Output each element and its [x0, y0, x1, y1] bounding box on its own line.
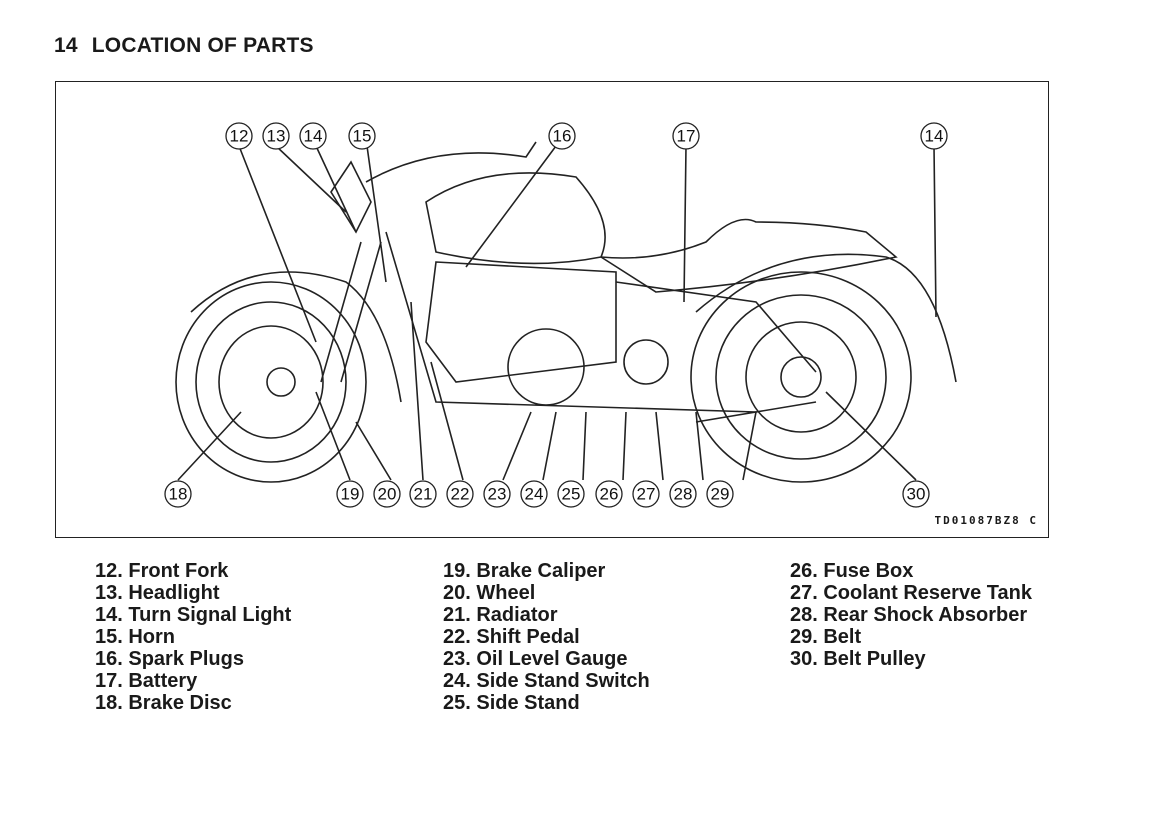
callout-24: 24 — [520, 480, 548, 508]
legend-item: 30. Belt Pulley — [790, 648, 926, 670]
callout-23: 23 — [483, 480, 511, 508]
svg-text:15: 15 — [353, 127, 372, 146]
svg-text:13: 13 — [267, 127, 286, 146]
callout-13: 13 — [262, 122, 290, 150]
figure-code: TD01087BZ8 C — [934, 514, 1038, 527]
svg-text:20: 20 — [378, 485, 397, 504]
legend-item: 24. Side Stand Switch — [443, 670, 650, 692]
callout-12: 12 — [225, 122, 253, 150]
legend-item: 19. Brake Caliper — [443, 560, 606, 582]
svg-text:29: 29 — [711, 485, 730, 504]
legend-item: 20. Wheel — [443, 582, 536, 604]
svg-text:22: 22 — [451, 485, 470, 504]
svg-text:16: 16 — [553, 127, 572, 146]
legend-column-2: 19. Brake Caliper 20. Wheel 21. Radiator… — [443, 560, 650, 714]
svg-text:21: 21 — [414, 485, 433, 504]
svg-text:14: 14 — [925, 127, 944, 146]
svg-text:26: 26 — [600, 485, 619, 504]
page-title: LOCATION OF PARTS — [91, 34, 314, 57]
motorcycle-diagram: 12 13 14 15 16 17 14 18 19 20 21 22 23 2… — [55, 81, 1049, 538]
page-number: 14 — [54, 34, 78, 57]
svg-text:19: 19 — [341, 485, 360, 504]
callout-26: 26 — [595, 480, 623, 508]
legend-item: 14. Turn Signal Light — [95, 604, 292, 626]
legend-item: 27. Coolant Reserve Tank — [790, 582, 1032, 604]
motorcycle-illustration: 12 13 14 15 16 17 14 18 19 20 21 22 23 2… — [164, 122, 957, 508]
callout-28: 28 — [669, 480, 697, 508]
callout-27: 27 — [632, 480, 660, 508]
legend-item: 18. Brake Disc — [95, 692, 232, 714]
callout-22: 22 — [446, 480, 474, 508]
svg-text:17: 17 — [677, 127, 696, 146]
callout-18: 18 — [164, 480, 192, 508]
callout-14b: 14 — [920, 122, 948, 150]
callout-29: 29 — [706, 480, 734, 508]
rear-wheel — [690, 271, 912, 483]
svg-text:24: 24 — [525, 485, 544, 504]
legend-item: 23. Oil Level Gauge — [443, 648, 628, 670]
callout-14: 14 — [299, 122, 327, 150]
callouts: 12 13 14 15 16 17 14 18 19 20 21 22 23 2… — [164, 122, 948, 508]
legend-item: 28. Rear Shock Absorber — [790, 604, 1028, 626]
legend-item: 17. Battery — [95, 670, 198, 692]
page-header: 14 LOCATION OF PARTS — [54, 34, 314, 58]
svg-text:25: 25 — [562, 485, 581, 504]
legend-item: 22. Shift Pedal — [443, 626, 580, 648]
legend-item: 26. Fuse Box — [790, 560, 914, 582]
legend-item: 16. Spark Plugs — [95, 648, 244, 670]
legend-column-3: 26. Fuse Box 27. Coolant Reserve Tank 28… — [790, 560, 1032, 670]
svg-text:27: 27 — [637, 485, 656, 504]
callout-19: 19 — [336, 480, 364, 508]
callout-15: 15 — [348, 122, 376, 150]
svg-text:30: 30 — [907, 485, 926, 504]
callout-17: 17 — [672, 122, 700, 150]
callout-25: 25 — [557, 480, 585, 508]
svg-text:23: 23 — [488, 485, 507, 504]
legend-item: 15. Horn — [95, 626, 176, 648]
callout-16: 16 — [548, 122, 576, 150]
svg-text:14: 14 — [304, 127, 323, 146]
callout-30: 30 — [902, 480, 930, 508]
legend-item: 21. Radiator — [443, 604, 558, 626]
legend-item: 29. Belt — [790, 626, 862, 648]
callout-20: 20 — [373, 480, 401, 508]
legend-item: 13. Headlight — [95, 582, 220, 604]
legend-item: 25. Side Stand — [443, 692, 580, 714]
legend-item: 12. Front Fork — [95, 560, 229, 582]
front-wheel — [175, 281, 367, 483]
svg-text:12: 12 — [230, 127, 249, 146]
svg-text:18: 18 — [169, 485, 188, 504]
svg-text:28: 28 — [674, 485, 693, 504]
legend-column-1: 12. Front Fork 13. Headlight 14. Turn Si… — [95, 560, 291, 714]
callout-21: 21 — [409, 480, 437, 508]
